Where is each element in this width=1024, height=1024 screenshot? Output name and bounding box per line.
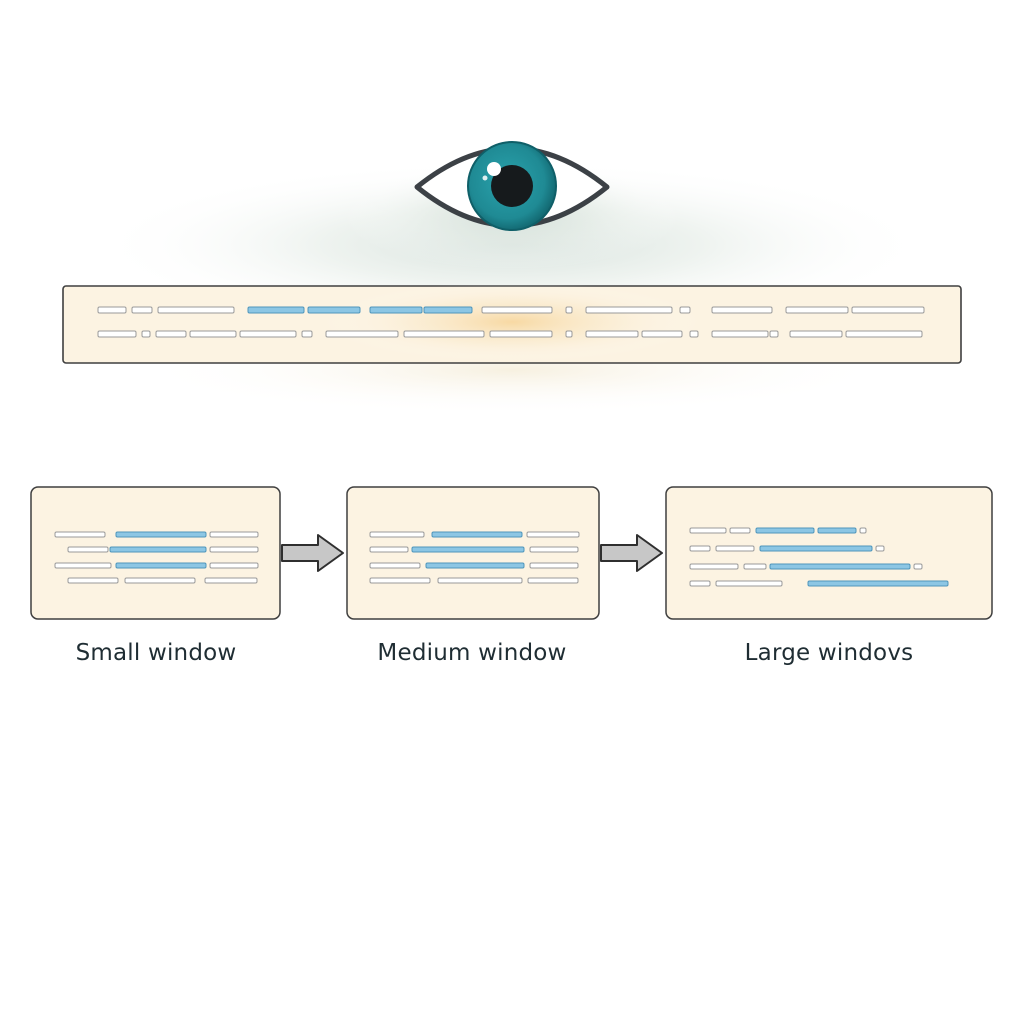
main-text-panel: [62, 282, 962, 364]
focus-glow: [322, 282, 702, 362]
medium-window-label: Medium window: [377, 640, 567, 666]
text-token: [239, 330, 297, 338]
text-token: [851, 306, 925, 314]
text-token: [369, 562, 421, 569]
highlighted-token: [115, 531, 207, 538]
large-window-text-lines: [689, 527, 949, 587]
text-token: [711, 330, 769, 338]
text-token: [743, 563, 767, 570]
highlighted-token: [769, 563, 911, 570]
text-token: [204, 577, 258, 584]
large-window-panel: [665, 486, 993, 620]
arrow-right-icon: [281, 534, 344, 572]
text-token: [189, 330, 237, 338]
text-token: [565, 306, 573, 314]
text-token: [711, 306, 773, 314]
medium-window-panel: [346, 486, 600, 620]
text-token: [155, 330, 187, 338]
eye-icon: [414, 141, 610, 231]
text-token: [403, 330, 485, 338]
highlighted-token: [369, 306, 423, 314]
text-token: [54, 562, 112, 569]
text-token: [526, 531, 580, 538]
text-token: [689, 330, 699, 338]
highlighted-token: [307, 306, 361, 314]
large-window-label: Large windovs: [744, 640, 914, 666]
text-token: [131, 306, 153, 314]
text-token: [124, 577, 196, 584]
text-token: [209, 562, 259, 569]
text-token: [565, 330, 573, 338]
text-token: [437, 577, 523, 584]
text-token: [325, 330, 399, 338]
highlighted-token: [425, 562, 525, 569]
highlighted-token: [423, 306, 473, 314]
text-token: [209, 531, 259, 538]
highlighted-token: [115, 562, 207, 569]
text-token: [97, 330, 137, 338]
text-token: [679, 306, 691, 314]
text-token: [859, 527, 867, 534]
text-token: [785, 306, 849, 314]
text-token: [489, 330, 553, 338]
highlighted-token: [411, 546, 525, 553]
text-token: [913, 563, 923, 570]
highlighted-token: [807, 580, 949, 587]
text-token: [209, 546, 259, 553]
small-window-panel: [30, 486, 281, 620]
text-token: [641, 330, 683, 338]
small-window-text-lines: [54, 531, 259, 584]
highlighted-token: [755, 527, 815, 534]
text-token: [585, 306, 673, 314]
text-token: [481, 306, 553, 314]
highlighted-token: [247, 306, 305, 314]
text-token: [67, 546, 109, 553]
highlighted-token: [759, 545, 873, 552]
text-token: [715, 580, 783, 587]
text-token: [689, 545, 711, 552]
medium-window-text-lines: [369, 531, 580, 584]
text-token: [689, 527, 727, 534]
text-token: [369, 577, 431, 584]
text-token: [529, 546, 579, 553]
arrow-right-icon: [600, 534, 663, 572]
text-token: [845, 330, 923, 338]
text-token: [585, 330, 639, 338]
highlighted-token: [109, 546, 207, 553]
text-token: [729, 527, 751, 534]
text-token: [689, 563, 739, 570]
text-token: [157, 306, 235, 314]
text-token: [527, 577, 579, 584]
text-token: [54, 531, 106, 538]
main-panel-text-lines: [97, 306, 925, 338]
text-token: [769, 330, 779, 338]
small-window-label: Small window: [75, 640, 237, 666]
text-token: [301, 330, 313, 338]
text-token: [715, 545, 755, 552]
text-token: [369, 546, 409, 553]
highlighted-token: [817, 527, 857, 534]
text-token: [97, 306, 127, 314]
text-token: [67, 577, 119, 584]
highlighted-token: [431, 531, 523, 538]
text-token: [369, 531, 425, 538]
text-token: [529, 562, 579, 569]
text-token: [689, 580, 711, 587]
text-token: [875, 545, 885, 552]
text-token: [789, 330, 843, 338]
text-token: [141, 330, 151, 338]
